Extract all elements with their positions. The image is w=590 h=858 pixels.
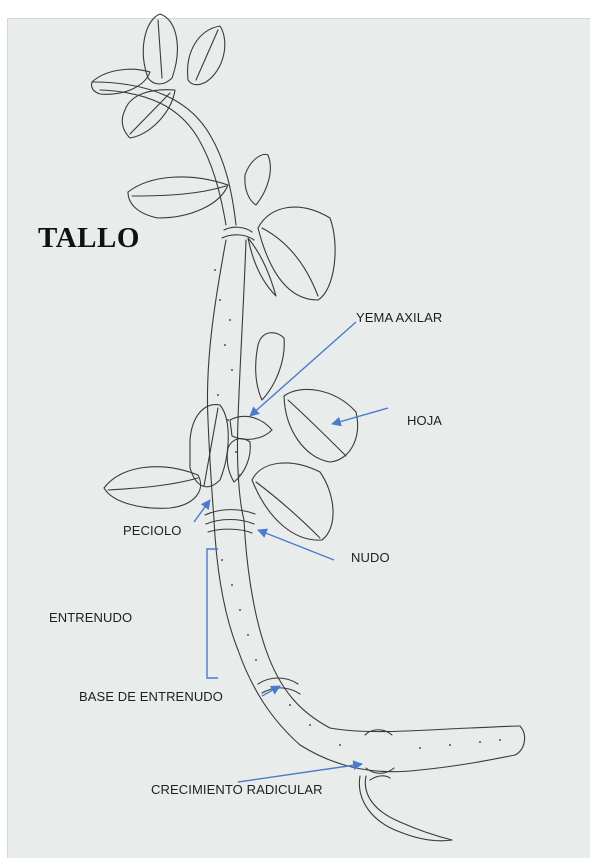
arrow-peciolo — [194, 500, 210, 522]
label-peciolo: PECIOLO — [123, 523, 182, 538]
arrow-nudo — [258, 530, 334, 560]
label-nudo: NUDO — [351, 550, 390, 565]
label-base-entrenudo: BASE DE ENTRENUDO — [79, 689, 223, 704]
label-entrenudo: ENTRENUDO — [49, 610, 132, 625]
label-crecimiento-radicular: CRECIMIENTO RADICULAR — [151, 782, 323, 797]
bracket-entrenudo — [207, 549, 218, 678]
diagram-title: TALLO — [38, 222, 140, 255]
arrow-crecimiento-radicular — [238, 764, 362, 782]
arrow-base-entrenudo — [262, 686, 280, 696]
arrow-hoja — [332, 408, 388, 424]
label-hoja: HOJA — [407, 413, 442, 428]
label-yema-axilar: YEMA AXILAR — [356, 310, 442, 325]
arrow-yema-axilar — [250, 322, 356, 416]
